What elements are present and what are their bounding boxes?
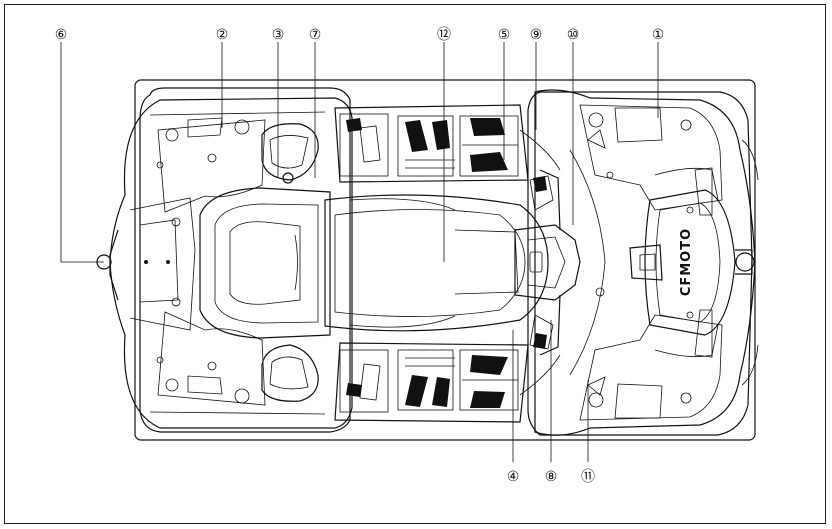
callout-6: ⑥ xyxy=(55,27,68,43)
callout-9-label: ⑨ xyxy=(530,27,543,43)
diagram-frame xyxy=(4,4,826,524)
callout-8: ⑧ xyxy=(545,469,558,485)
callout-6-label: ⑥ xyxy=(55,27,68,43)
callout-3: ③ xyxy=(272,27,285,43)
callout-5-label: ⑤ xyxy=(498,27,511,43)
callout-8-label: ⑧ xyxy=(545,469,558,485)
handlebar-cockpit xyxy=(514,129,606,396)
callout-7: ⑦ xyxy=(309,27,322,43)
callout-5: ⑤ xyxy=(498,27,511,43)
seat-and-tank xyxy=(199,187,549,339)
rear-fender xyxy=(534,89,759,436)
callout-4: ④ xyxy=(507,469,520,485)
callout-11-label: ⑪ xyxy=(581,469,595,485)
callout-10: ⑩ xyxy=(567,27,580,43)
callout-11: ⑪ xyxy=(581,469,595,485)
callout-7-label: ⑦ xyxy=(309,27,322,43)
callout-2: ② xyxy=(216,27,229,43)
brand-logo-text: CFMOTO xyxy=(679,228,694,296)
leader-lines xyxy=(60,42,659,462)
callout-1-label: ① xyxy=(652,27,665,43)
callout-4-label: ④ xyxy=(507,469,520,485)
callout-1: ① xyxy=(652,27,665,43)
callout-10-label: ⑩ xyxy=(567,27,580,43)
callout-3-label: ③ xyxy=(272,27,285,43)
callout-2-label: ② xyxy=(216,27,229,43)
callout-12: ⑫ xyxy=(437,27,451,43)
callout-12-label: ⑫ xyxy=(437,27,451,43)
footrests xyxy=(334,104,529,423)
callout-9: ⑨ xyxy=(530,27,543,43)
front-fender xyxy=(96,97,353,429)
